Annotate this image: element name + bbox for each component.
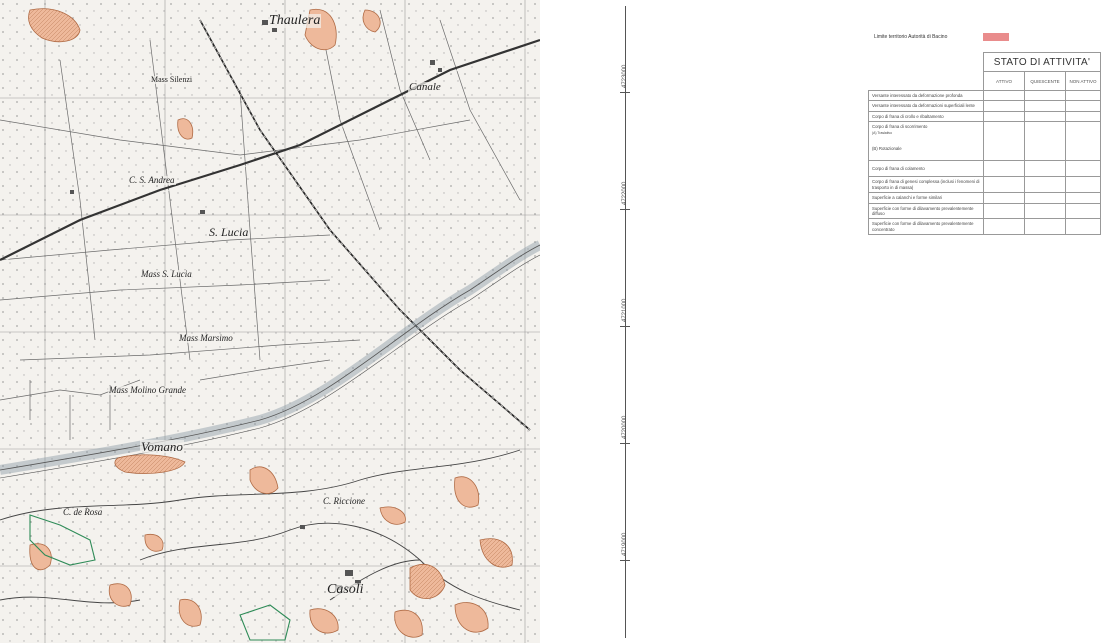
row-label: Superficie a calanchi e forme similari <box>868 192 984 204</box>
row-sublabel-rotazionale: (B) Rotazionale <box>872 145 902 151</box>
legend-limit-row: Limite territorio Autorità di Bacino <box>868 30 1102 50</box>
place-label-casoli: Casoli <box>326 582 365 597</box>
place-label-thaulera: Thaulera <box>268 13 322 28</box>
row-label: Versante interessato da deformazione pro… <box>868 89 984 102</box>
row-label: Corpo di frana di genesi complessa (incl… <box>868 176 984 194</box>
row-label: Superficie con forme di dilavamento prev… <box>868 202 984 220</box>
axis-label-2: 4721000 <box>622 298 628 322</box>
axis-label-4: 4719000 <box>622 532 628 556</box>
axis-label-0: 4723000 <box>622 64 628 88</box>
table-row: Superficie con forme di dilavamento prev… <box>868 202 1101 220</box>
activity-status-table: STATO DI ATTIVITA' ATTIVO QUIESCENTE NON… <box>868 52 1101 235</box>
col-header-attivo: ATTIVO <box>983 71 1025 91</box>
highway <box>0 38 540 261</box>
table-row: Versante interessato da deformazione pro… <box>868 89 1101 102</box>
row-label: Versante interessato da deformazioni sup… <box>868 100 984 112</box>
map-grid <box>0 0 540 643</box>
row-label: Corpo di frana di scorrimento <box>872 124 928 130</box>
table-row: Corpo di frana di colamento <box>868 160 1101 178</box>
axis-tick <box>620 92 630 93</box>
col-header-quiescente: QUIESCENTE <box>1024 71 1066 91</box>
axis-line <box>625 6 626 638</box>
row-label: Superficie con forme di dilavamento prev… <box>868 218 984 235</box>
axis-label-1: 4722000 <box>622 181 628 205</box>
place-label-fiume-vomano: Vomano <box>140 439 184 454</box>
axis-label-3: 4720000 <box>622 415 628 439</box>
table-row: Corpo di frana di crollo e ribaltamento <box>868 110 1101 123</box>
place-label-mass-s-lucia: Mass S. Lucia <box>140 269 193 279</box>
axis-tick <box>620 209 630 210</box>
legend-limit-label: Limite territorio Autorità di Bacino <box>874 34 948 40</box>
table-row: Corpo di frana di genesi complessa (incl… <box>868 176 1101 194</box>
place-label-c-riccione: C. Riccione <box>322 496 366 506</box>
place-label-mass-molino-grande: Mass Molino Grande <box>108 385 187 395</box>
table-row: Versante interessato da deformazioni sup… <box>868 100 1101 112</box>
boundary-lines <box>29 514 291 641</box>
landslide-hatch <box>28 8 513 599</box>
table-title: STATO DI ATTIVITA' <box>983 52 1101 72</box>
row-label-scorrimento: Corpo di frana di scorrimento (A) Trasla… <box>868 121 984 162</box>
col-header-non-attivo: NON ATTIVO <box>1065 71 1101 91</box>
coordinate-axis: 4723000 4722000 4721000 4720000 4719000 <box>600 0 660 643</box>
place-label-c-s-andrea: C. S. Andrea <box>128 175 176 185</box>
axis-tick <box>620 326 630 327</box>
table-row: Superficie a calanchi e forme similari <box>868 192 1101 204</box>
place-label-mass-marsimo: Mass Marsimo <box>178 333 234 343</box>
field-boundaries <box>0 9 521 440</box>
place-label-canale: Canale <box>408 81 442 93</box>
axis-tick <box>620 443 630 444</box>
map-canvas <box>0 0 540 643</box>
row-sublabel-traslativo: (A) Traslativo <box>872 131 892 136</box>
table-row: Corpo di frana di scorrimento (A) Trasla… <box>868 121 1101 162</box>
place-label-mass-silenzi: Mass Silenzi <box>150 75 194 84</box>
table-row: Superficie con forme di dilavamento prev… <box>868 218 1101 235</box>
row-label: Corpo di frana di colamento <box>868 160 984 178</box>
place-label-s-lucia: S. Lucia <box>208 225 250 239</box>
axis-tick <box>620 560 630 561</box>
map-legend: Limite territorio Autorità di Bacino STA… <box>868 30 1102 235</box>
place-label-c-de-rosa: C. de Rosa <box>62 507 104 517</box>
row-label: Corpo di frana di crollo e ribaltamento <box>868 110 984 123</box>
legend-limit-swatch <box>983 33 1009 41</box>
